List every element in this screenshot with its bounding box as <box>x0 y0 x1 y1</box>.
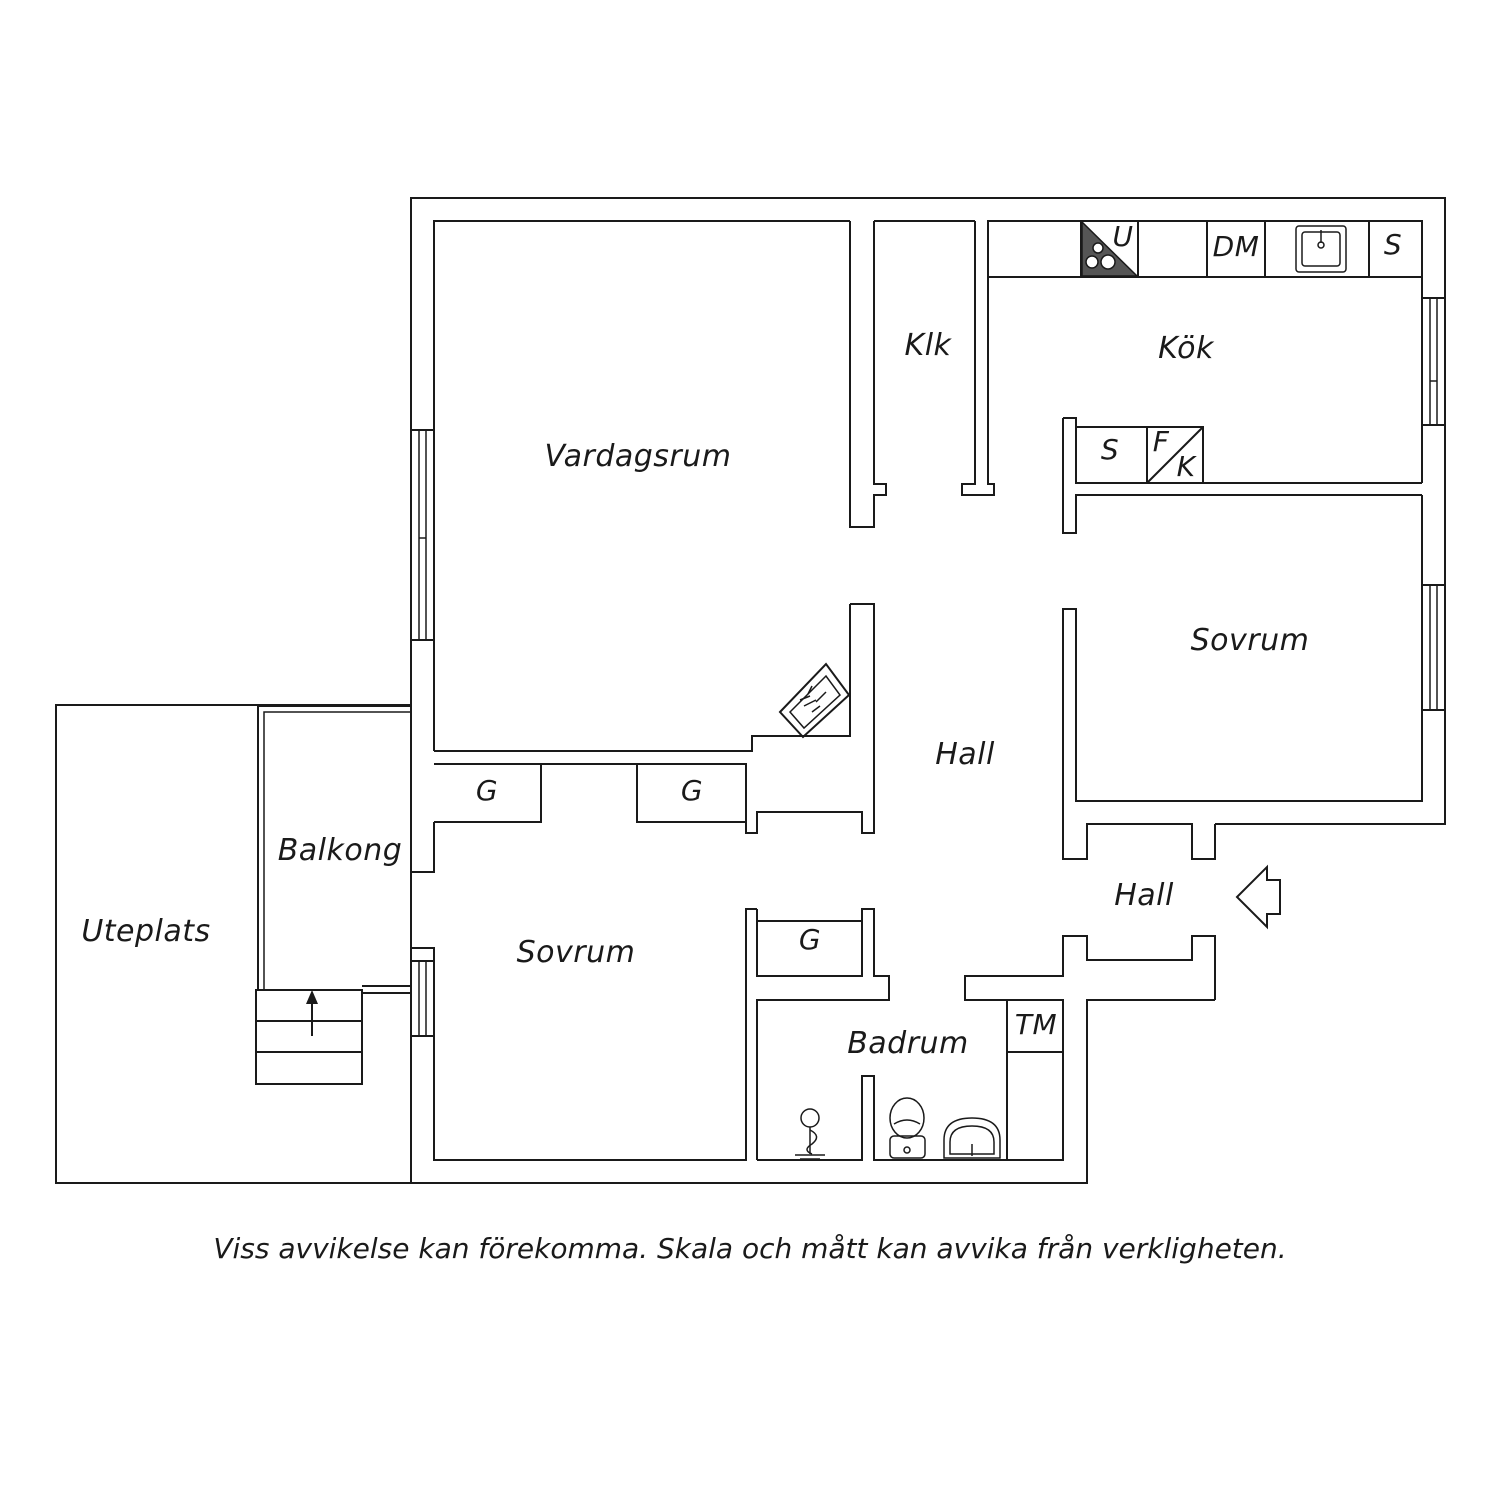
kitchen-counter <box>987 220 1423 278</box>
fixture-label-g-3: G <box>799 923 821 956</box>
fixture-label-tm: TM <box>1015 1008 1057 1041</box>
fixture-label-s-top: S <box>1384 228 1402 261</box>
fixture-label-k: K <box>1177 450 1198 483</box>
room-label-sovrum-right: Sovrum <box>1191 623 1310 658</box>
washing-machine-box <box>1006 999 1064 1160</box>
fixture-label-f: F <box>1153 425 1170 458</box>
window-sovrum-left <box>410 960 435 1037</box>
window-vardagsrum <box>410 429 435 641</box>
room-label-badrum: Badrum <box>847 1026 969 1061</box>
fireplace-icon <box>778 662 851 739</box>
stairs <box>255 985 411 1085</box>
room-label-hall-center: Hall <box>935 737 995 772</box>
room-label-hall-entry: Hall <box>1114 878 1174 913</box>
fixture-label-s-island: S <box>1101 433 1119 466</box>
fixture-label-g-1: G <box>476 774 498 807</box>
kitchen-island <box>1075 426 1204 484</box>
washbasin-icon <box>943 1117 1001 1159</box>
room-label-vardagsrum: Vardagsrum <box>545 439 732 474</box>
room-label-balkong: Balkong <box>278 833 403 868</box>
exterior-walls <box>410 197 1446 1184</box>
room-label-kok: Kök <box>1158 331 1215 366</box>
room-label-klk: Klk <box>905 328 953 363</box>
kitchen-sink-icon <box>1295 225 1347 273</box>
balkong-area <box>257 705 411 990</box>
room-label-sovrum-left: Sovrum <box>517 935 636 970</box>
shower-icon <box>795 1108 825 1160</box>
stove-icon <box>1081 220 1139 277</box>
toilet-icon <box>889 1097 926 1159</box>
entrance-arrow-icon <box>1235 864 1281 930</box>
uteplats-area <box>55 704 412 1184</box>
fixture-label-dm: DM <box>1213 230 1260 263</box>
stair-arrow-icon <box>306 990 318 1036</box>
fixture-label-u: U <box>1113 220 1134 253</box>
window-sovrum-right <box>1421 584 1446 711</box>
window-kok <box>1421 297 1446 426</box>
interior-walls <box>434 221 1422 1160</box>
wardrobe-box-3 <box>756 920 863 977</box>
fixture-label-g-2: G <box>681 774 703 807</box>
room-label-uteplats: Uteplats <box>81 914 210 949</box>
disclaimer-text: Viss avvikelse kan förekomma. Skala och … <box>213 1232 1287 1265</box>
